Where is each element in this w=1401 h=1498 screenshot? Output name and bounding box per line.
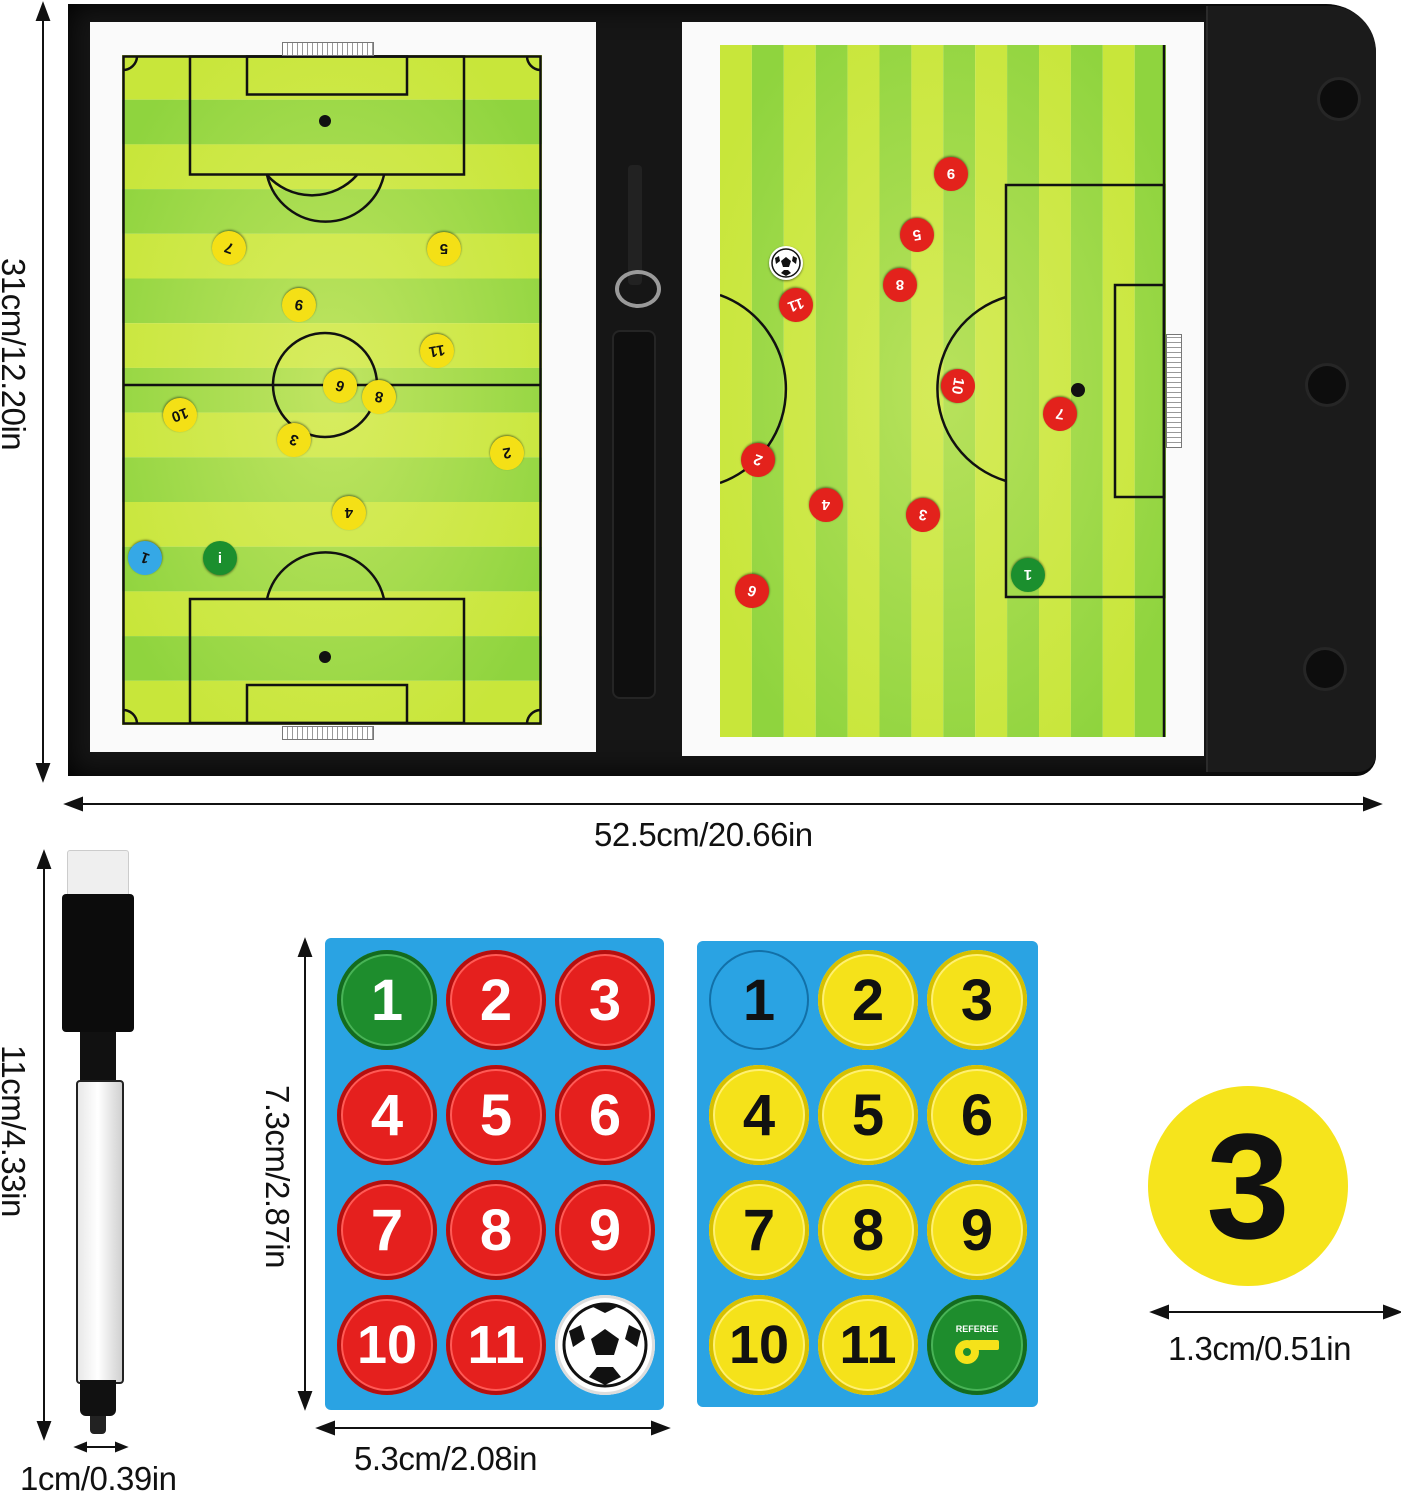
chip-number: 10 xyxy=(356,1315,418,1375)
yellow-chip-1[interactable]: 1 xyxy=(709,950,809,1050)
yellow-chip-9[interactable]: 9 xyxy=(927,1180,1027,1280)
chip-number: 1 xyxy=(370,967,404,1033)
big-chip: 3 xyxy=(1148,1086,1348,1286)
ball-piece[interactable] xyxy=(769,246,803,280)
soccer-ball-icon xyxy=(771,248,801,278)
pen-grip xyxy=(80,1032,116,1082)
big-chip-label: 3 xyxy=(1206,1101,1290,1270)
whistle-icon xyxy=(955,1340,999,1364)
chip-number: 11 xyxy=(467,1315,525,1375)
strap-clip xyxy=(628,165,642,285)
red-chip-7[interactable]: 7 xyxy=(337,1180,437,1280)
red-chip-8[interactable]: 8 xyxy=(446,1180,546,1280)
pen-eraser-cap xyxy=(67,850,129,898)
chip-number: 7 xyxy=(370,1197,404,1263)
chip-number: 3 xyxy=(960,967,994,1033)
chip-number: 1 xyxy=(742,967,776,1033)
soccer-ball-icon xyxy=(562,1302,648,1388)
chip-number: 10 xyxy=(728,1315,790,1375)
chip-number: 6 xyxy=(588,1082,622,1148)
chip-number: 7 xyxy=(742,1197,776,1263)
chip-number: 2 xyxy=(479,967,513,1033)
yellow-chip-7[interactable]: 7 xyxy=(709,1180,809,1280)
pen-length-label: 11cm/4.33in xyxy=(0,1045,32,1217)
red-chip-9[interactable]: 9 xyxy=(555,1180,655,1280)
red-chip-ball[interactable] xyxy=(555,1295,655,1395)
chip-number: 5 xyxy=(479,1082,513,1148)
red-chip-2[interactable]: 2 xyxy=(446,950,546,1050)
board-width-label: 52.5cm/20.66in xyxy=(594,816,813,853)
chip-diameter-label: 1.3cm/0.51in xyxy=(1168,1330,1351,1367)
red-chip-10[interactable]: 10 xyxy=(337,1295,437,1395)
yellow-chip-3[interactable]: 3 xyxy=(927,950,1027,1050)
board-height-label: 31cm/12.20in xyxy=(0,258,32,451)
chip-number: 8 xyxy=(479,1197,513,1263)
snap-button-middle xyxy=(1308,366,1346,404)
left-board-piece[interactable]: i xyxy=(203,541,237,575)
wrist-strap xyxy=(612,330,656,699)
chip-number: 4 xyxy=(742,1082,776,1148)
chip-number: 9 xyxy=(960,1197,994,1263)
chip-number: 2 xyxy=(851,967,885,1033)
red-chip-6[interactable]: 6 xyxy=(555,1065,655,1165)
folder-flap xyxy=(1206,6,1376,772)
left-top-goal xyxy=(282,42,374,56)
chip-number: 5 xyxy=(851,1082,885,1148)
chip-number: 6 xyxy=(960,1082,994,1148)
pen-width-label: 1cm/0.39in xyxy=(20,1460,177,1497)
sheet-height-label: 7.3cm/2.87in xyxy=(259,1085,296,1268)
strap-ring xyxy=(615,270,661,308)
pen-cap xyxy=(62,894,134,1032)
marker-pen xyxy=(60,850,136,1440)
yellow-chip-11[interactable]: 11 xyxy=(818,1295,918,1395)
chip-number: 3 xyxy=(588,967,622,1033)
yellow-chip-referee[interactable]: REFEREE xyxy=(927,1295,1027,1395)
pen-tip xyxy=(90,1416,106,1434)
red-chip-1[interactable]: 1 xyxy=(337,950,437,1050)
left-bottom-goal xyxy=(282,726,374,740)
snap-button-top xyxy=(1320,80,1358,118)
red-chip-5[interactable]: 5 xyxy=(446,1065,546,1165)
yellow-chip-4[interactable]: 4 xyxy=(709,1065,809,1165)
yellow-chip-2[interactable]: 2 xyxy=(818,950,918,1050)
pen-barrel xyxy=(76,1080,124,1384)
chip-number: 11 xyxy=(839,1315,897,1375)
yellow-chip-8[interactable]: 8 xyxy=(818,1180,918,1280)
yellow-chip-6[interactable]: 6 xyxy=(927,1065,1027,1165)
red-chip-11[interactable]: 11 xyxy=(446,1295,546,1395)
right-goal xyxy=(1166,334,1182,448)
red-chip-4[interactable]: 4 xyxy=(337,1065,437,1165)
yellow-chip-5[interactable]: 5 xyxy=(818,1065,918,1165)
referee-label: REFEREE xyxy=(955,1324,999,1334)
chip-number: 9 xyxy=(588,1197,622,1263)
sheet-width-label: 5.3cm/2.08in xyxy=(354,1440,537,1477)
red-chip-3[interactable]: 3 xyxy=(555,950,655,1050)
yellow-chip-10[interactable]: 10 xyxy=(709,1295,809,1395)
chip-number: 4 xyxy=(370,1082,404,1148)
chip-number: 8 xyxy=(851,1197,885,1263)
snap-button-bottom xyxy=(1306,650,1344,688)
pen-tip-holder xyxy=(80,1380,116,1416)
